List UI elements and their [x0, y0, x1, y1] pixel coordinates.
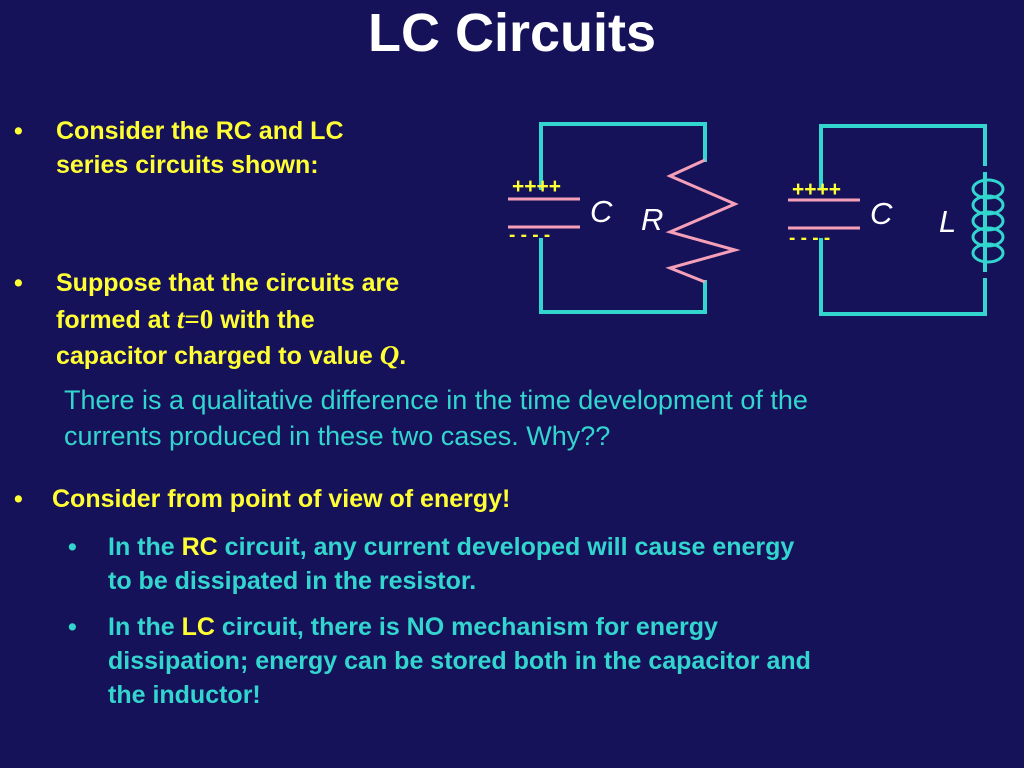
resistor-zigzag	[665, 158, 741, 284]
keyword-lc: LC	[181, 613, 215, 641]
lc-minus-charge: - - - -	[789, 228, 830, 249]
rc-plus-charge: ++++	[512, 175, 561, 198]
bullet-text-line-2: series circuits shown:	[56, 151, 319, 179]
sub-bullet-line-3: the inductor!	[108, 681, 261, 709]
paragraph-line-2: currents produced in these two cases. Wh…	[64, 421, 611, 451]
qualitative-difference-text: There is a qualitative difference in the…	[64, 382, 1014, 454]
period: .	[399, 342, 407, 370]
rc-minus-charge: - - - -	[509, 225, 550, 246]
slide-title: LC Circuits	[367, 3, 657, 63]
lc-plus-charge: ++++	[792, 178, 841, 201]
bullet-text-line-1: Suppose that the circuits are	[56, 269, 400, 297]
text-formed-at: formed at	[56, 306, 177, 334]
sub-bullet-line-1: In the LC circuit, there is NO mechanism…	[108, 610, 718, 645]
keyword-rc: RC	[181, 533, 218, 561]
rc-circuit: ++++ - - - - C R	[508, 122, 741, 314]
sub-bullet-marker: •	[68, 533, 77, 561]
bullet-text-line-3: capacitor charged to value Q.	[56, 338, 406, 374]
inductor-label: L	[939, 204, 956, 239]
rc-capacitor-label: C	[590, 194, 613, 229]
bullet-marker: •	[14, 485, 23, 513]
lc-wire-top	[819, 124, 987, 190]
sub-bullet-line-2: to be dissipated in the resistor.	[108, 567, 477, 595]
resistor-label: R	[641, 202, 663, 237]
lc-circuit: ++++ - - - - C L	[788, 124, 1005, 316]
lc-capacitor-label: C	[870, 196, 893, 231]
bullet-text-line-2: formed at t=0 with the	[56, 302, 315, 338]
variable-q: Q	[379, 340, 400, 370]
text-lc-rest: circuit, there is NO mechanism for energ…	[214, 613, 718, 641]
sub-bullet-line-1: In the RC circuit, any current developed…	[108, 530, 794, 565]
bullet-marker: •	[14, 269, 23, 297]
lc-wire-bottom	[819, 238, 987, 316]
text-rc-rest: circuit, any current developed will caus…	[217, 533, 795, 561]
paragraph-line-1: There is a qualitative difference in the…	[64, 385, 808, 415]
inductor-coil	[971, 178, 1005, 264]
text-in-the: In the	[108, 613, 182, 641]
bullet-text: Consider from point of view of energy!	[52, 485, 511, 513]
variable-t: t	[176, 304, 185, 334]
sub-bullet-line-2: dissipation; energy can be stored both i…	[108, 647, 811, 675]
rc-wire-top	[539, 122, 707, 190]
text-in-the: In the	[108, 533, 182, 561]
sub-bullet-marker: •	[68, 613, 77, 641]
bullet-text-line-1: Consider the RC and LC	[56, 117, 344, 145]
rc-wire-bottom	[539, 238, 707, 314]
bullet-marker: •	[14, 117, 23, 145]
equals-zero: =0	[184, 304, 214, 334]
text-with-the: with the	[213, 306, 315, 334]
text-capacitor-charged: capacitor charged to value	[56, 342, 380, 370]
